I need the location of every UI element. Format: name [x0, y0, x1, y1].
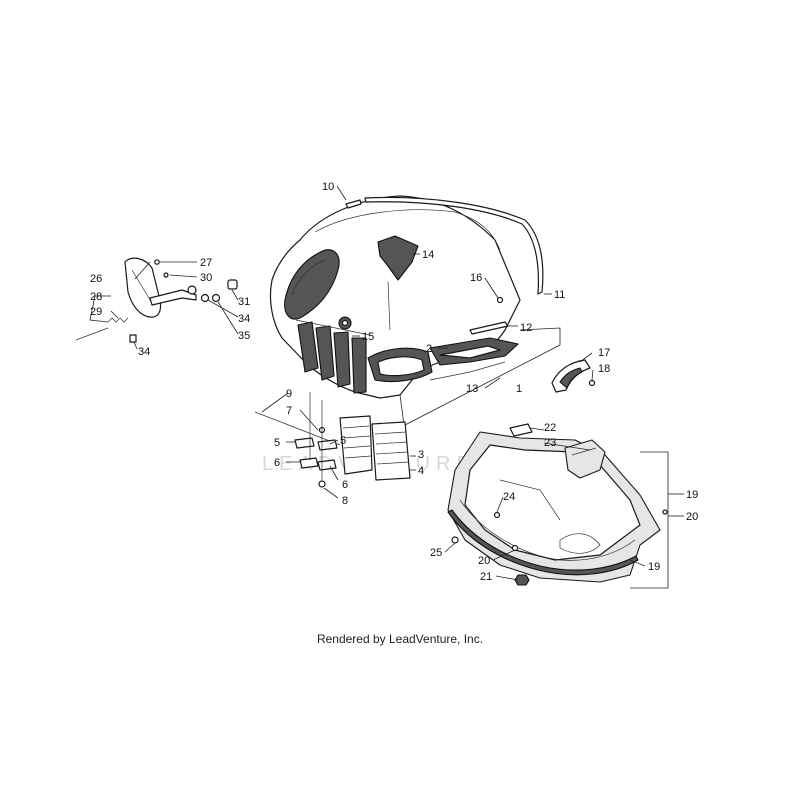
lower-brackets	[254, 392, 341, 488]
part-18-screw	[588, 379, 596, 387]
callout-4: 4	[418, 465, 424, 477]
part-5-plate-a	[294, 437, 315, 449]
front-grille	[295, 319, 371, 394]
part-33-bolt	[227, 279, 238, 290]
part-17-bracket	[551, 359, 596, 393]
part-6-plate-b	[317, 459, 337, 471]
callout-32: 30	[200, 272, 212, 284]
part-23-nut	[514, 574, 530, 586]
mirror-assembly	[75, 257, 238, 343]
callout-6b: 6	[342, 479, 348, 491]
callout-18: 18	[598, 363, 610, 375]
callout-5a: 5	[274, 437, 280, 449]
part-11-trim-strip	[364, 196, 544, 295]
callout-25: 23	[544, 437, 556, 449]
callout-28: 26	[90, 273, 102, 285]
part-29-screw-a	[154, 259, 160, 265]
callout-17: 17	[598, 347, 610, 359]
callout-30: 28	[90, 291, 102, 303]
callout-19: 19	[686, 489, 698, 501]
hood-assembly	[269, 195, 521, 399]
callout-31: 29	[90, 306, 102, 318]
callout-12: 12	[520, 322, 532, 334]
callout-10: 10	[322, 181, 334, 193]
part-35-nut	[211, 293, 221, 303]
callout-8: 8	[342, 495, 348, 507]
callout-15: 15	[362, 331, 374, 343]
part-10-screw	[345, 199, 362, 209]
storage-tray	[447, 431, 661, 583]
part-25-latch	[564, 439, 606, 479]
part-31-spring	[107, 317, 129, 323]
callout-27: 25	[430, 547, 442, 559]
part-24-tab	[509, 423, 533, 437]
tray-gasket	[447, 509, 639, 576]
part-15-nut	[338, 316, 352, 330]
tray-inner	[464, 444, 641, 561]
callout-34b: 34	[138, 346, 150, 358]
callout-14: 14	[422, 249, 434, 261]
callout-9: 9	[286, 388, 292, 400]
callout-23: 21	[480, 571, 492, 583]
callout-13: 13	[466, 383, 478, 395]
callout-6a: 6	[274, 457, 280, 469]
part-26-screw	[493, 511, 501, 519]
part-6-plate-a	[299, 457, 319, 469]
callout-34a: 34	[238, 313, 250, 325]
part-8-nut	[318, 480, 326, 488]
callout-21: 19	[648, 561, 660, 573]
callouts: 10 11 14 16 12 15 2 13 1 17 18 3 4 9 7 5…	[90, 181, 698, 583]
part-19-screw	[662, 509, 668, 515]
callout-7: 7	[286, 405, 292, 417]
part-29-screw-b	[163, 272, 169, 278]
part-16-fastener	[496, 296, 504, 304]
callout-11: 11	[554, 289, 565, 301]
callout-26: 24	[503, 491, 515, 503]
callout-5b: 5	[340, 435, 346, 447]
callout-2: 2	[426, 343, 432, 355]
footer-credit: Rendered by LeadVenture, Inc.	[317, 632, 483, 646]
left-scoop	[284, 249, 340, 320]
part-34-washer-b	[129, 334, 137, 343]
callout-1: 1	[516, 383, 522, 395]
callout-16: 16	[470, 272, 482, 284]
hood-emblem	[377, 235, 419, 281]
part-22-screw	[511, 544, 519, 552]
callout-24: 22	[544, 422, 556, 434]
callout-3: 3	[418, 449, 424, 461]
callout-35: 35	[238, 330, 250, 342]
part-34-washer-a	[200, 293, 210, 303]
leader-lines	[89, 185, 684, 581]
part-32-washer	[187, 285, 197, 295]
callout-22: 20	[478, 555, 490, 567]
callout-29: 27	[200, 257, 212, 269]
vent-screen	[339, 415, 411, 481]
callout-20: 20	[686, 511, 698, 523]
part-9-rod	[254, 411, 341, 446]
part-27-nut	[451, 536, 459, 544]
callout-33: 31	[238, 296, 250, 308]
